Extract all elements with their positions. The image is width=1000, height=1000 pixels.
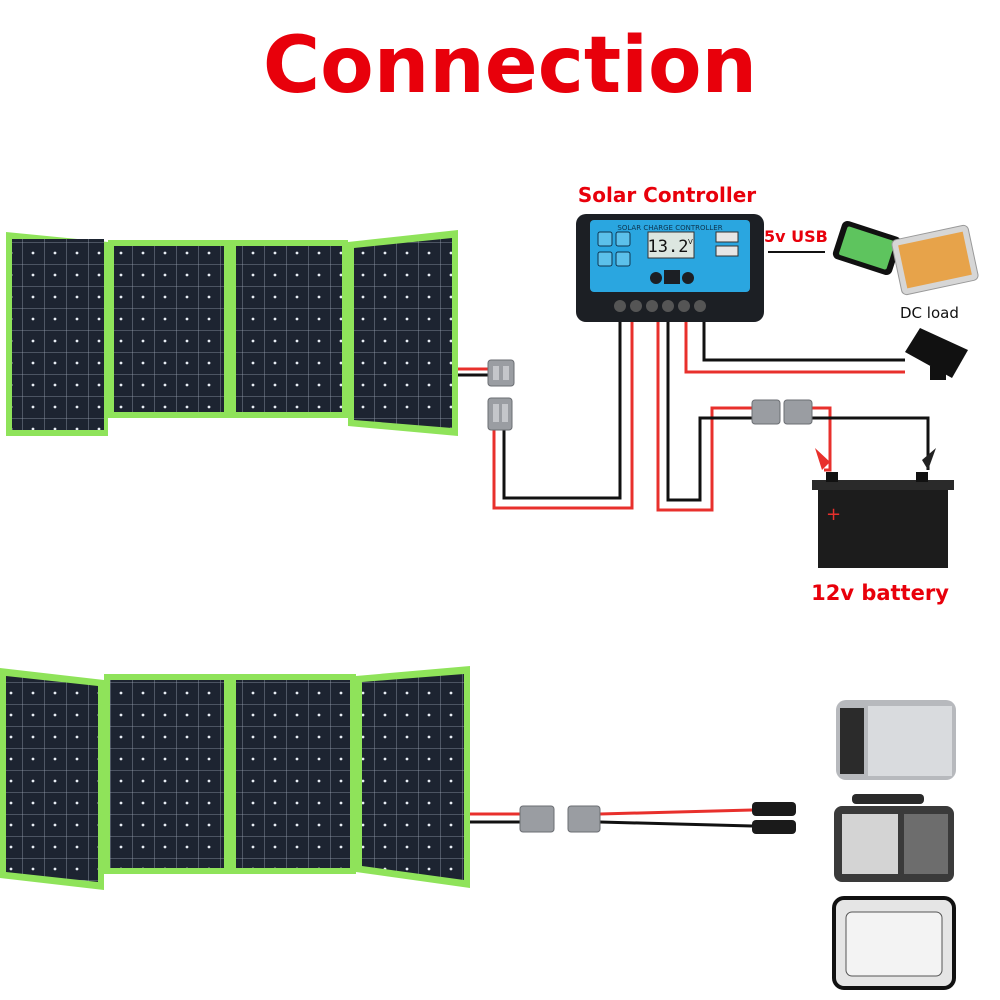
controller-status-icon-1: [597, 231, 613, 247]
controller-face-label: SOLAR CHARGE CONTROLLER: [617, 224, 722, 232]
usb-port-2[interactable]: [715, 245, 739, 257]
top-wiring: [458, 251, 930, 512]
bottom-wiring: [470, 808, 753, 828]
dc-load-label: DC load: [900, 304, 959, 322]
anderson-connector-bottom-2: [567, 805, 601, 833]
anderson-connector-top-1: [487, 359, 515, 387]
phone-icon: [832, 220, 902, 276]
battery-icon: +: [812, 448, 954, 568]
controller-status-icon-3: [597, 251, 613, 267]
battery-level-icon: [664, 270, 680, 284]
controller-display-value: 13.2: [648, 237, 689, 257]
anderson-connector-battery: [751, 399, 813, 425]
usb-port-1[interactable]: [715, 231, 739, 243]
controller-status-icon-4: [615, 251, 631, 267]
anderson-connector-bottom-1: [519, 805, 555, 833]
controller-button-left[interactable]: [650, 272, 662, 284]
usb-label: 5v USB: [764, 227, 828, 246]
controller-status-icon-2: [615, 231, 631, 247]
power-station-icon: [834, 794, 954, 882]
mc4-connectors: [752, 802, 796, 834]
solar-panel-bottom: [0, 666, 470, 890]
power-station-icon: [832, 896, 956, 990]
solar-charge-controller: SOLAR CHARGE CONTROLLER 13.2 V: [576, 214, 764, 322]
controller-button-right[interactable]: [682, 272, 694, 284]
diagram-title: Connection: [263, 21, 757, 111]
controller-label: Solar Controller: [578, 183, 756, 207]
power-station-icon: [836, 700, 956, 780]
dc-lamp-icon: [905, 328, 968, 380]
controller-terminals: [614, 300, 706, 312]
tablet-icon: [891, 224, 979, 296]
battery-plus-sign: +: [826, 504, 841, 525]
battery-label: 12v battery: [811, 581, 949, 605]
solar-panel-top: [6, 230, 458, 436]
controller-display-unit: V: [688, 238, 693, 246]
anderson-connector-top-2: [487, 397, 513, 431]
